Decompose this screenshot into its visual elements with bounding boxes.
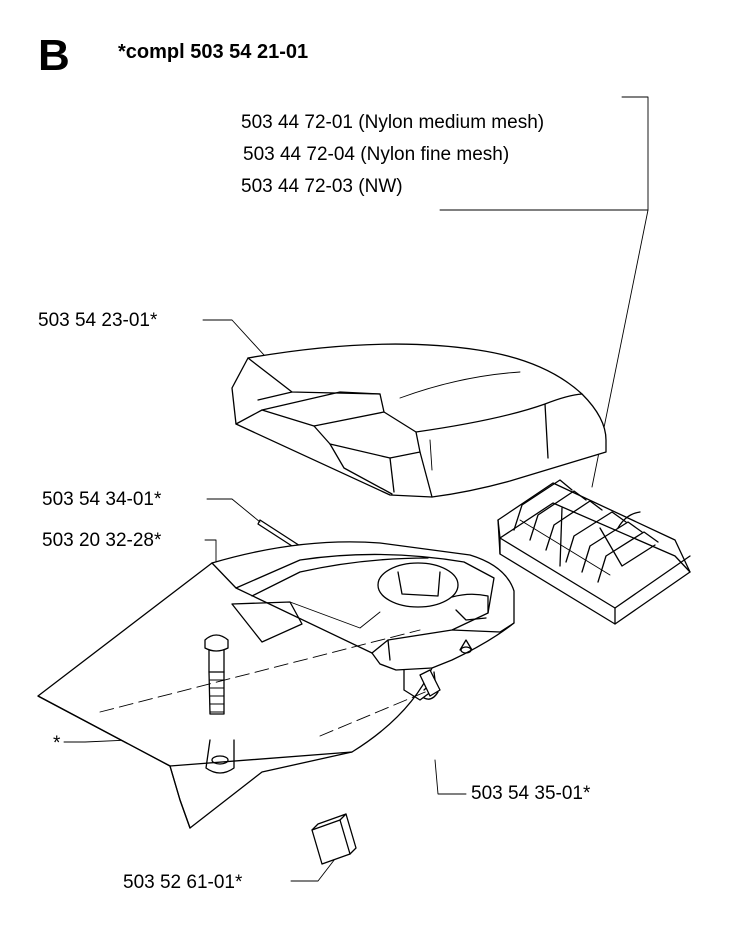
part-label-top-cover: 503 54 23-01* — [38, 310, 158, 331]
screw-part — [204, 634, 229, 715]
air-filter-part — [497, 479, 691, 625]
rod-leader-line — [206, 498, 261, 523]
clip-leader-line — [434, 759, 467, 795]
part-label-marker: * — [53, 733, 61, 754]
part-label-rod: 503 54 34-01* — [42, 489, 162, 510]
complete-assembly-label: *compl 503 54 21-01 — [118, 41, 309, 63]
part-label-filter-medium-mesh: 503 44 72-01 (Nylon medium mesh) — [241, 112, 545, 133]
section-letter: B — [38, 31, 70, 80]
filter-label-bracket — [439, 96, 649, 211]
part-label-clip: 503 54 35-01* — [471, 783, 591, 804]
plate-part — [311, 813, 357, 865]
clip-part — [419, 669, 441, 697]
main-housing-part — [37, 541, 515, 829]
part-label-plate: 503 52 61-01* — [123, 872, 243, 893]
plate-leader-line — [290, 854, 339, 882]
part-label-screw: 503 20 32-28* — [42, 530, 162, 551]
part-label-filter-fine-mesh: 503 44 72-04 (Nylon fine mesh) — [243, 144, 510, 165]
part-label-filter-nw: 503 44 72-03 (NW) — [241, 176, 403, 197]
top-cover-part — [231, 343, 607, 498]
